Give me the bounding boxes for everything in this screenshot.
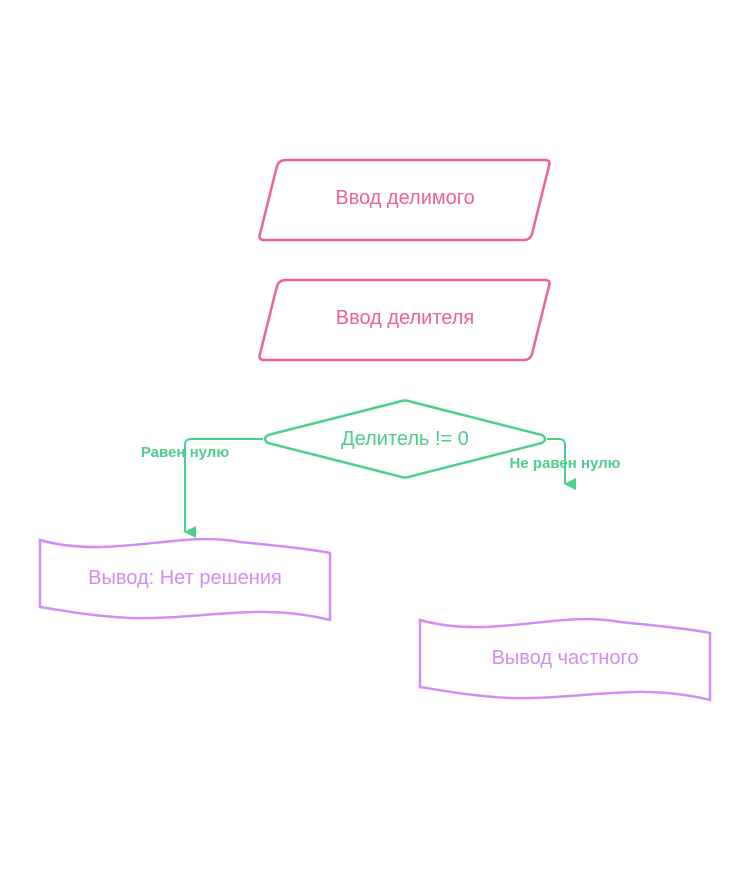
input-divisor-label: Ввод делителя <box>336 307 475 329</box>
input-dividend-shape <box>258 158 551 242</box>
input-divisor-shape <box>258 278 551 362</box>
input-dividend-node[interactable]: Ввод делимого <box>258 158 551 242</box>
decision-node[interactable]: Делитель != 0 <box>263 399 547 479</box>
edge-not-equal-zero[interactable]: Не равен нулю <box>510 438 621 490</box>
output-no-solution-label: Вывод: Нет решения <box>88 567 282 589</box>
output-quotient-node[interactable]: Вывод частного <box>418 617 712 702</box>
decision-label: Делитель != 0 <box>341 428 469 450</box>
edge-not-equal-zero-label: Не равен нулю <box>510 455 621 472</box>
output-quotient-shape <box>418 617 712 702</box>
edge-equal-zero-line <box>184 438 263 538</box>
decision-shape <box>263 399 547 479</box>
edge-equal-zero[interactable]: Равен нулю <box>141 438 263 538</box>
input-dividend-label: Ввод делимого <box>335 187 474 209</box>
input-divisor-node[interactable]: Ввод делителя <box>258 278 551 362</box>
output-quotient-label: Вывод частного <box>492 647 639 669</box>
edge-not-equal-zero-line <box>547 438 576 490</box>
output-no-solution-shape <box>38 537 332 622</box>
output-no-solution-node[interactable]: Вывод: Нет решения <box>38 537 332 622</box>
edge-equal-zero-label: Равен нулю <box>141 444 229 461</box>
